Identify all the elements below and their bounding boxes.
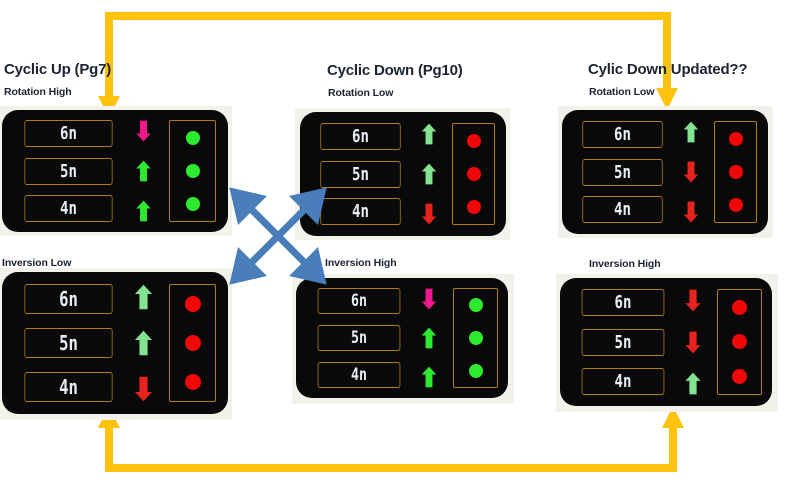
device-panel-inversion-high-middle[interactable]: 6n 5n 4n — [296, 278, 508, 398]
arrow-up-icon — [419, 123, 439, 145]
panel-subtitle-inversion-high-right: Inversion High — [589, 258, 661, 270]
gear-label-6n[interactable]: 6n — [24, 284, 113, 314]
gear-label-4n[interactable]: 4n — [320, 198, 401, 225]
panel-subtitle-cyclic-up: Rotation High — [4, 86, 72, 98]
lamp-indicator[interactable] — [185, 130, 200, 145]
direction-arrow-column — [412, 288, 446, 388]
lamp-indicator[interactable] — [728, 198, 743, 213]
panel-subtitle-cyclic-down: Rotation Low — [328, 87, 394, 99]
arrow-up-icon — [133, 160, 154, 182]
gear-label-column: 6n 5n 4n — [12, 284, 125, 402]
arrow-up-icon — [419, 366, 439, 388]
status-lamp-column — [169, 284, 216, 402]
arrow-down-icon — [133, 120, 154, 142]
gear-label-6n[interactable]: 6n — [581, 289, 665, 316]
arrow-up-icon — [133, 284, 154, 310]
gear-label-column: 6n 5n 4n — [570, 289, 676, 395]
arrow-down-icon — [133, 376, 154, 402]
gear-label-4n[interactable]: 4n — [24, 195, 113, 222]
gear-label-column: 6n 5n 4n — [306, 288, 412, 388]
device-panel-cyclic-up[interactable]: 6n 5n 4n — [2, 110, 228, 232]
panel-content: 6n 5n 4n — [562, 110, 768, 234]
direction-arrow-column — [125, 120, 161, 222]
panel-title-cyclic-down: Cyclic Down (Pg10) — [327, 62, 463, 79]
panel-content: 6n 5n 4n — [2, 110, 228, 232]
arrow-down-icon — [681, 161, 701, 183]
status-lamp-column — [453, 288, 498, 388]
gear-label-4n[interactable]: 4n — [24, 372, 113, 402]
gear-label-column: 6n 5n 4n — [571, 121, 674, 223]
direction-arrow-column — [125, 284, 161, 402]
arrow-up-icon — [681, 121, 701, 143]
lamp-indicator[interactable] — [728, 131, 743, 146]
gear-label-6n[interactable]: 6n — [24, 120, 113, 147]
gear-label-5n[interactable]: 5n — [581, 328, 665, 356]
device-panel-inversion-low[interactable]: 6n 5n 4n — [2, 272, 228, 414]
panel-subtitle-cylic-down-updated: Rotation Low — [589, 86, 655, 98]
status-lamp-column — [717, 289, 762, 395]
gear-label-6n[interactable]: 6n — [582, 121, 663, 148]
gear-label-4n[interactable]: 4n — [317, 362, 401, 388]
lamp-indicator[interactable] — [185, 197, 200, 212]
status-lamp-column — [452, 123, 495, 225]
panel-subtitle-inversion-high-mid: Inversion High — [325, 257, 397, 269]
lamp-indicator[interactable] — [184, 373, 201, 390]
arrow-up-icon — [133, 330, 154, 356]
lamp-indicator[interactable] — [185, 163, 200, 178]
direction-arrow-column — [676, 289, 710, 395]
lamp-indicator[interactable] — [732, 369, 747, 385]
gear-label-5n[interactable]: 5n — [24, 157, 113, 185]
direction-arrow-column — [674, 121, 707, 223]
gear-label-4n[interactable]: 4n — [581, 368, 665, 395]
lamp-indicator[interactable] — [728, 164, 743, 179]
device-panel-cyclic-down[interactable]: 6n 5n 4n — [300, 112, 506, 236]
lamp-indicator[interactable] — [184, 296, 201, 313]
gear-label-4n[interactable]: 4n — [582, 196, 663, 223]
arrow-up-icon — [683, 372, 703, 395]
lamp-indicator[interactable] — [466, 166, 481, 181]
gear-label-6n[interactable]: 6n — [320, 123, 401, 150]
lamp-indicator[interactable] — [732, 334, 747, 350]
panel-content: 6n 5n 4n — [296, 278, 508, 398]
panel-content: 6n 5n 4n — [2, 272, 228, 414]
lamp-indicator[interactable] — [468, 330, 483, 345]
gear-label-5n[interactable]: 5n — [320, 160, 401, 188]
panel-content: 6n 5n 4n — [560, 278, 772, 406]
lamp-indicator[interactable] — [468, 363, 483, 378]
gear-label-5n[interactable]: 5n — [582, 158, 663, 186]
arrow-up-icon — [419, 163, 439, 185]
panel-content: 6n 5n 4n — [300, 112, 506, 236]
status-lamp-column — [169, 120, 216, 222]
arrow-down-icon — [683, 289, 703, 312]
lamp-indicator[interactable] — [732, 299, 747, 315]
direction-arrow-column — [412, 123, 445, 225]
arrow-down-icon — [419, 288, 439, 310]
lamp-indicator[interactable] — [184, 334, 201, 351]
arrow-up-icon — [133, 200, 154, 222]
arrow-down-icon — [419, 203, 439, 225]
device-panel-inversion-high-right[interactable]: 6n 5n 4n — [560, 278, 772, 406]
gear-label-column: 6n 5n 4n — [12, 120, 125, 222]
gear-label-6n[interactable]: 6n — [317, 288, 401, 314]
gear-label-column: 6n 5n 4n — [309, 123, 412, 225]
lamp-indicator[interactable] — [466, 133, 481, 148]
arrow-down-icon — [683, 331, 703, 354]
panel-subtitle-inversion-low: Inversion Low — [2, 257, 72, 269]
device-panel-cylic-down-updated[interactable]: 6n 5n 4n — [562, 110, 768, 234]
gear-label-5n[interactable]: 5n — [24, 328, 113, 358]
panel-title-cyclic-up: Cyclic Up (Pg7) — [4, 61, 112, 78]
connector-blue-cross-arrows — [229, 187, 327, 285]
arrow-up-icon — [419, 327, 439, 349]
panel-title-cylic-down-updated: Cylic Down Updated?? — [588, 61, 748, 78]
lamp-indicator[interactable] — [466, 200, 481, 215]
lamp-indicator[interactable] — [468, 298, 483, 313]
gear-label-5n[interactable]: 5n — [317, 325, 401, 351]
arrow-down-icon — [681, 201, 701, 223]
status-lamp-column — [714, 121, 757, 223]
